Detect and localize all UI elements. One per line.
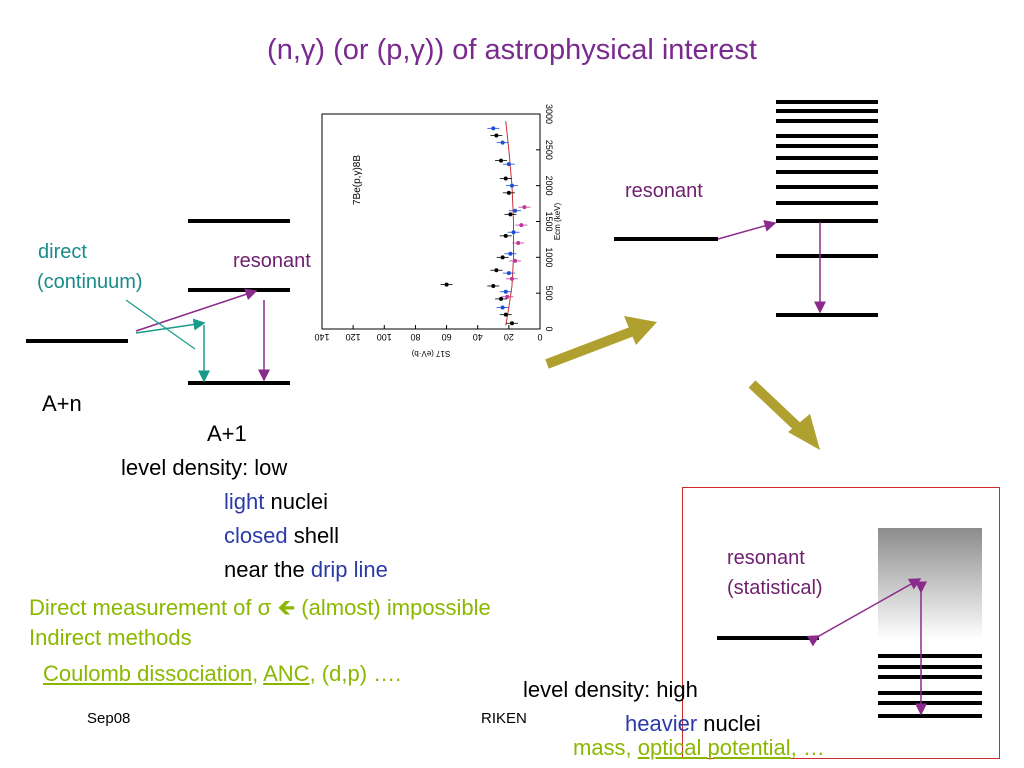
slide-title: (n,γ) (or (p,γ)) of astrophysical intere… <box>267 34 757 66</box>
data-point <box>499 158 504 163</box>
data-point <box>511 230 516 235</box>
closed-shell-line: closed shell <box>224 523 339 549</box>
data-point <box>509 276 514 281</box>
data-point <box>519 223 524 228</box>
direct-label: direct <box>38 241 87 263</box>
optical-ellipsis: , … <box>790 735 825 760</box>
heavy-nuclei-word: nuclei <box>697 711 761 736</box>
x-tick-label: 60 <box>442 332 452 342</box>
optical-potential-link[interactable]: optical potential <box>637 735 791 760</box>
mass-optical-line: mass, optical potential, … <box>573 735 825 761</box>
data-point <box>500 255 505 260</box>
y-tick-label: 2000 <box>544 176 554 196</box>
x-tick-label: 100 <box>377 332 392 342</box>
data-point <box>509 321 514 326</box>
x-tick-label: 140 <box>314 332 329 342</box>
arrow-direct-in <box>135 318 206 334</box>
fit-line <box>505 121 515 326</box>
footer-date: Sep08 <box>87 710 131 727</box>
data-point <box>513 258 518 263</box>
olive-arrowhead-up <box>624 316 657 345</box>
heavier-nuclei-line: heavier nuclei <box>625 711 761 737</box>
methods-list: Coulomb dissociation, ANC, (d,p) …. <box>43 661 401 687</box>
data-point <box>494 268 499 273</box>
x-tick-label: 40 <box>473 332 483 342</box>
y-axis-label: Ecm (keV) <box>553 203 562 241</box>
data-point <box>444 282 449 287</box>
mass-word: mass, <box>573 735 638 760</box>
footer-org: RIKEN <box>481 710 527 727</box>
data-point <box>500 140 505 145</box>
olive-arrow-up <box>545 325 638 369</box>
y-tick-label: 0 <box>544 326 554 331</box>
methods-sep: , <box>252 661 264 686</box>
indirect-methods-text: Indirect methods <box>29 625 192 650</box>
y-tick-label: 1500 <box>544 211 554 231</box>
light-nuclei-line: light nuclei <box>224 489 328 515</box>
x-tick-label: 80 <box>410 332 420 342</box>
statistical-frame <box>682 487 1000 759</box>
data-point <box>491 126 496 131</box>
plot-title: 7Be(p,γ)8B <box>352 155 363 205</box>
data-point <box>516 241 521 245</box>
a-plus-1-label: A+1 <box>207 421 247 446</box>
arrow-capture-right <box>717 220 777 240</box>
data-point <box>505 294 510 299</box>
statistical-label: (statistical) <box>727 577 823 599</box>
data-point <box>509 183 514 188</box>
level-stack-statistical <box>878 654 982 718</box>
closed-word: closed <box>224 523 288 548</box>
data-point <box>506 271 511 276</box>
olive-arrowhead-down <box>788 414 820 450</box>
data-point <box>503 176 508 181</box>
x-tick-label: 20 <box>504 332 514 342</box>
y-tick-label: 3000 <box>544 104 554 124</box>
data-point <box>522 205 527 210</box>
near-the-word: near the <box>224 557 311 582</box>
shell-word: shell <box>287 523 339 548</box>
anc-link[interactable]: ANC <box>263 661 310 686</box>
data-point <box>508 251 513 256</box>
level-density-high: level density: high <box>523 677 698 702</box>
y-tick-label: 1000 <box>544 247 554 267</box>
data-point <box>500 305 505 310</box>
data-point <box>491 284 496 288</box>
data-point <box>508 212 513 217</box>
coulomb-dissociation-link[interactable]: Coulomb dissociation <box>43 661 253 686</box>
arrow-capture-stat <box>806 578 922 647</box>
x-axis-label: S17 (eV·b) <box>411 349 450 358</box>
x-tick-label: 120 <box>346 332 361 342</box>
nuclei-word: nuclei <box>264 489 328 514</box>
data-point <box>503 312 508 317</box>
resonant-stat-label: resonant <box>727 547 805 569</box>
heavier-word: heavier <box>625 711 698 736</box>
resonant-label-right: resonant <box>625 180 703 202</box>
direct-label-pointer <box>125 299 196 350</box>
level-stack-right <box>776 100 878 317</box>
data-point <box>503 233 508 238</box>
drip-line-word: drip line <box>310 557 388 582</box>
light-word: light <box>224 489 265 514</box>
arrow-capture-resonant <box>135 288 258 332</box>
a-plus-n-label: A+n <box>42 391 82 416</box>
level-density-low: level density: low <box>121 455 288 480</box>
methods-rest: , (d,p) …. <box>309 661 402 686</box>
y-tick-label: 2500 <box>544 140 554 160</box>
direct-measurement-text: Direct measurement of σ 🡸 (almost) impos… <box>29 595 491 620</box>
data-point <box>506 190 511 195</box>
data-point <box>499 296 504 301</box>
data-point <box>506 162 511 167</box>
data-point <box>503 289 508 294</box>
y-tick-label: 500 <box>544 286 554 301</box>
x-tick-label: 0 <box>537 332 542 342</box>
data-point <box>513 208 518 213</box>
drip-line-line: near the drip line <box>224 557 388 583</box>
continuum-label: (continuum) <box>37 271 143 293</box>
data-point <box>494 133 499 138</box>
resonant-label-left: resonant <box>233 250 311 272</box>
